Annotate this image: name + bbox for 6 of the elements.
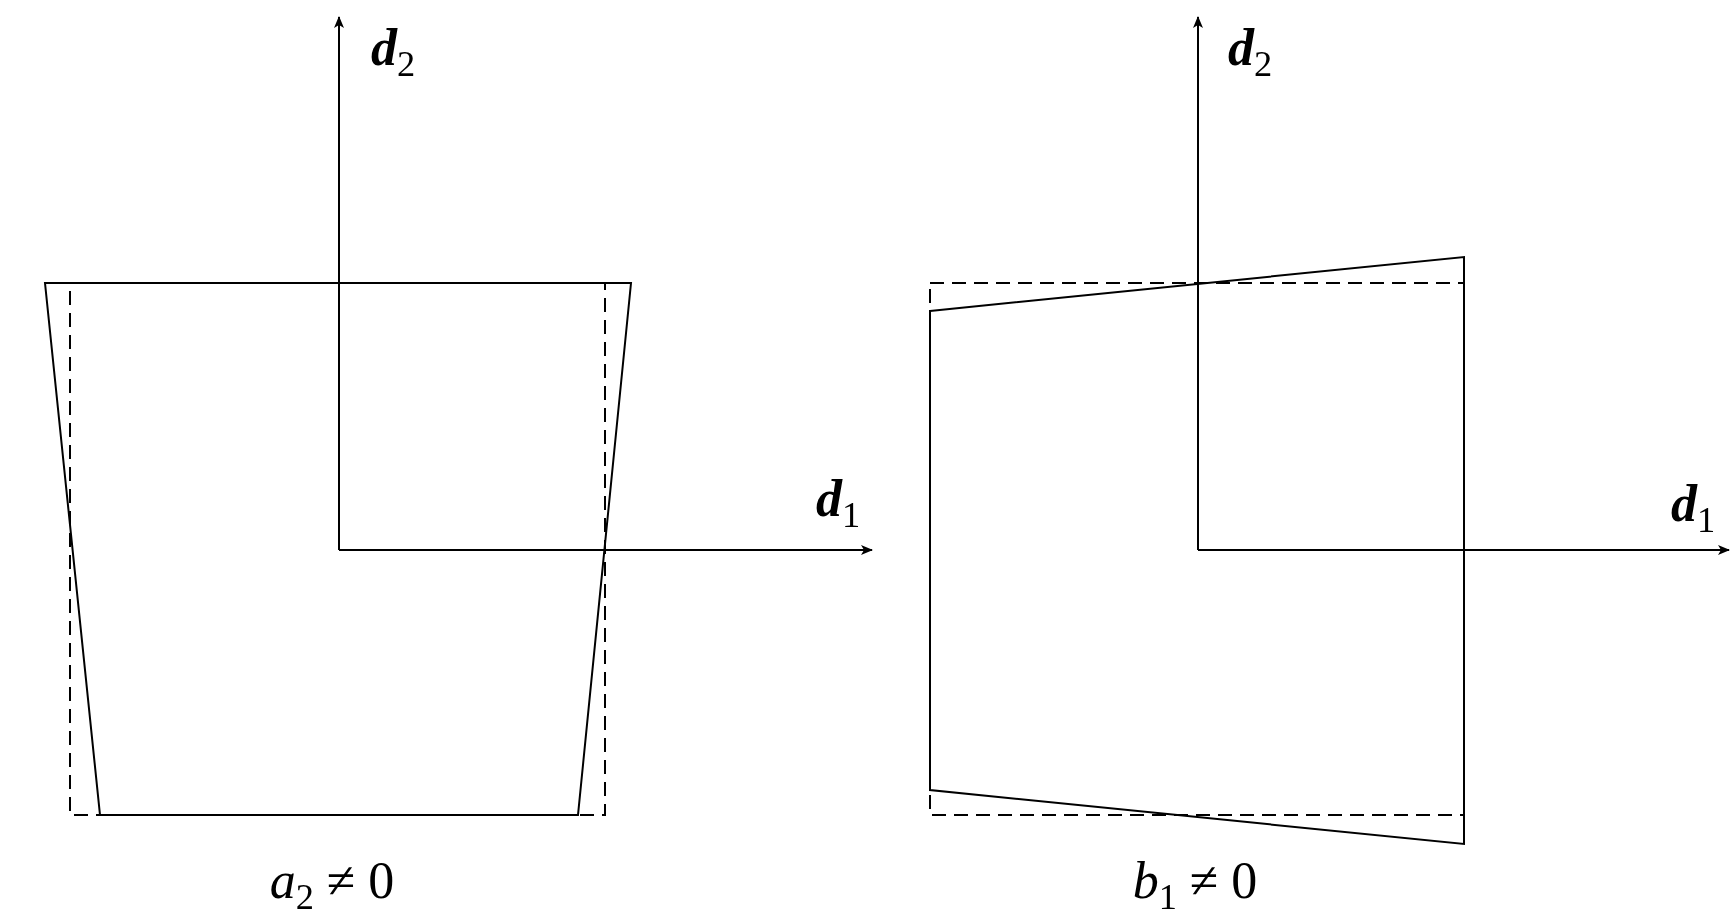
axis-label: d$_{1}$ xyxy=(1670,477,1716,539)
caption: a$_{2}$ ≠ 0 xyxy=(269,854,395,916)
caption: b$_{1}$ ≠ 0 xyxy=(1132,854,1258,916)
axis-label: d$_{2}$ xyxy=(1227,21,1273,83)
axis-label: d$_{1}$ xyxy=(815,472,861,534)
axis-label: d$_{2}$ xyxy=(370,21,416,83)
